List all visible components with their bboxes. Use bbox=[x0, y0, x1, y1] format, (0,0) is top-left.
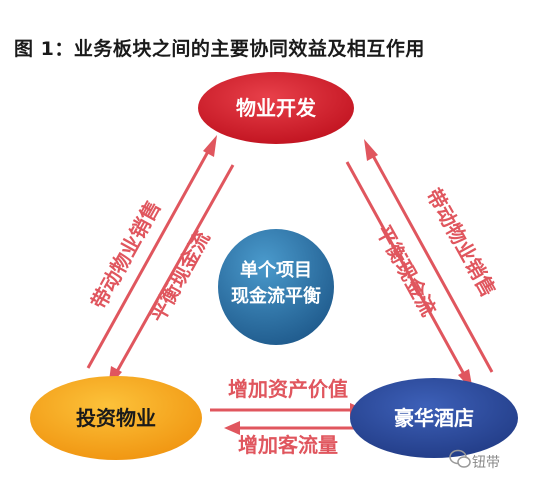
arrow-right-outer bbox=[369, 151, 494, 373]
arrow-right-inner bbox=[345, 161, 468, 379]
label-left-inner: 平衡现金流 bbox=[145, 227, 214, 326]
arrow-left-inner bbox=[113, 164, 235, 376]
arrow-left-outer bbox=[86, 147, 212, 369]
node-top-label: 物业开发 bbox=[236, 96, 317, 120]
node-center-label-2: 现金流平衡 bbox=[231, 285, 321, 307]
arrowhead-bottom-bottom bbox=[224, 421, 240, 435]
figure-title: 图 1：业务板块之间的主要协同效益及相互作用 bbox=[14, 38, 425, 60]
watermark-text: 钮带 bbox=[472, 455, 500, 471]
node-luxury-hotel bbox=[350, 378, 518, 458]
arrowhead-left-outer bbox=[203, 135, 217, 157]
label-bottom-bottom: 增加客流量 bbox=[238, 433, 338, 457]
label-right-inner: 平衡现金流 bbox=[371, 221, 440, 320]
label-right-outer: 带动物业销售 bbox=[422, 184, 501, 301]
label-bottom-top: 增加资产价值 bbox=[228, 377, 348, 401]
label-left-outer: 带动物业销售 bbox=[86, 196, 165, 313]
node-center-cashflow bbox=[218, 229, 334, 345]
node-center-label-1: 单个项目 bbox=[240, 259, 312, 281]
node-investment-property bbox=[30, 376, 202, 460]
node-left-label: 投资物业 bbox=[76, 406, 156, 430]
arrowhead-right-outer bbox=[364, 139, 378, 161]
wechat-icon bbox=[449, 449, 471, 468]
node-right-label: 豪华酒店 bbox=[394, 406, 474, 430]
node-property-development bbox=[198, 72, 354, 144]
